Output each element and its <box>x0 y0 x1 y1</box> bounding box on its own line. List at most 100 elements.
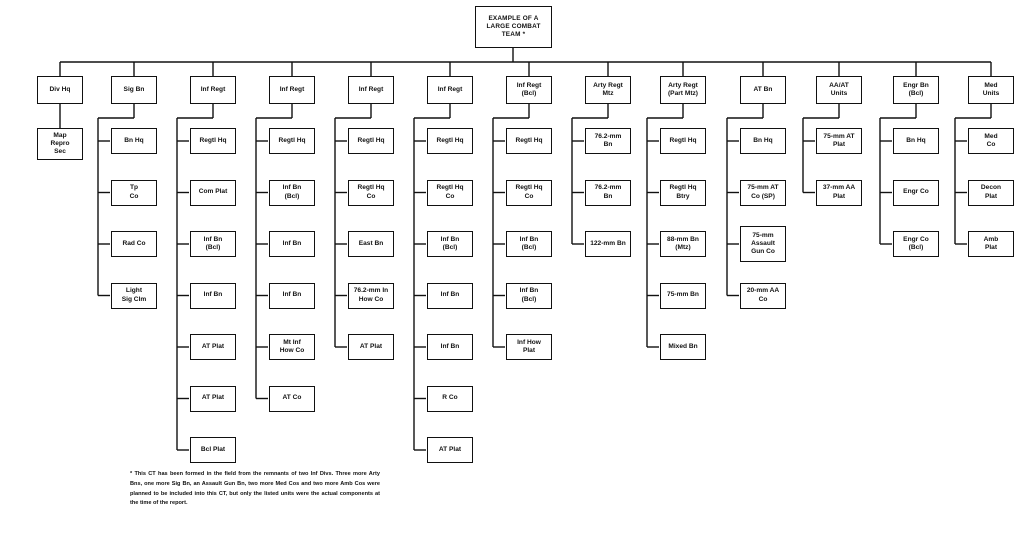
subunit-box: Inf Bn (Bcl) <box>506 231 552 257</box>
unit-box: Div Hq <box>37 76 83 104</box>
subunit-box-label: Bn Hq <box>753 136 773 144</box>
subunit-box-label: Light Sig Clm <box>121 287 147 303</box>
subunit-box-label: AT Plat <box>201 394 225 402</box>
subunit-box-label: 122-mm Bn <box>590 239 626 247</box>
subunit-box-label: Med Co <box>984 132 998 148</box>
unit-box-label: Inf Regt <box>358 85 384 93</box>
subunit-box: Light Sig Clm <box>111 282 157 309</box>
subunit-box: Tp Co <box>111 179 157 206</box>
unit-box: Inf Regt <box>348 76 394 104</box>
subunit-box: Regtl Hq <box>660 128 706 154</box>
subunit-box-label: Map Repro Sec <box>50 131 70 156</box>
subunit-box: Regtl Hq Co <box>348 179 394 206</box>
subunit-box: Bn Hq <box>111 128 157 154</box>
subunit-box: AT Plat <box>190 385 236 412</box>
subunit-box: 122-mm Bn <box>585 231 631 257</box>
subunit-box-label: 76.2-mm Bn <box>594 132 622 148</box>
subunit-box-label: Rad Co <box>122 239 146 247</box>
unit-box-label: Inf Regt (Bcl) <box>516 81 542 97</box>
subunit-box: Regtl Hq <box>427 128 473 154</box>
subunit-box: 37-mm AA Plat <box>816 179 862 206</box>
subunit-box: Inf Bn <box>427 334 473 360</box>
subunit-box: Inf How Plat <box>506 334 552 360</box>
subunit-box-label: Inf Bn <box>440 291 460 299</box>
subunit-box: Inf Bn (Bcl) <box>427 231 473 257</box>
subunit-box: R Co <box>427 385 473 412</box>
subunit-box-label: Regtl Hq <box>515 136 543 144</box>
subunit-box-label: Inf Bn (Bcl) <box>282 184 302 200</box>
subunit-box: AT Plat <box>348 334 394 360</box>
subunit-box-label: Inf Bn <box>282 239 302 247</box>
subunit-box: Decon Plat <box>968 179 1014 206</box>
subunit-box-label: 75-mm Assault Gun Co <box>751 231 775 256</box>
unit-box: Arty Regt (Part Mtz) <box>660 76 706 104</box>
subunit-box-label: Inf Bn <box>440 342 460 350</box>
unit-box-label: Med Units <box>982 81 1000 97</box>
subunit-box-label: 88-mm Bn (Mtz) <box>667 235 699 251</box>
subunit-box: Regtl Hq Co <box>427 179 473 206</box>
unit-box-label: Arty Regt Mtz <box>593 81 623 97</box>
subunit-box-label: Regtl Hq Co <box>436 184 464 200</box>
subunit-box-label: Inf Bn (Bcl) <box>519 287 539 303</box>
subunit-box-label: Regtl Hq <box>199 136 227 144</box>
subunit-box-label: Inf Bn (Bcl) <box>440 235 460 251</box>
subunit-box: Inf Bn <box>269 231 315 257</box>
subunit-box-label: Regtl Hq Co <box>515 184 543 200</box>
subunit-box-label: Bn Hq <box>906 136 926 144</box>
unit-box: Inf Regt <box>269 76 315 104</box>
subunit-box-label: R Co <box>442 394 458 402</box>
subunit-box: 75-mm Assault Gun Co <box>740 226 786 262</box>
subunit-box-label: Inf Bn <box>203 291 223 299</box>
unit-box-label: Engr Bn (Bcl) <box>903 81 929 97</box>
footnote: * This CT has been formed in the field f… <box>130 471 380 507</box>
subunit-box: Inf Bn <box>427 282 473 309</box>
unit-box: Engr Bn (Bcl) <box>893 76 939 104</box>
subunit-box-label: Regtl Hq Co <box>357 184 385 200</box>
subunit-box-label: Inf How Plat <box>517 338 541 354</box>
subunit-box: Regtl Hq <box>269 128 315 154</box>
subunit-box-label: Mixed Bn <box>668 342 698 350</box>
subunit-box: Com Plat <box>190 179 236 206</box>
subunit-box-label: Bcl Plat <box>200 445 226 453</box>
subunit-box-label: Inf Bn (Bcl) <box>203 235 223 251</box>
subunit-box: East Bn <box>348 231 394 257</box>
subunit-box: Map Repro Sec <box>37 128 83 160</box>
unit-box-label: Arty Regt (Part Mtz) <box>667 81 699 97</box>
subunit-box: 76.2-mm In How Co <box>348 282 394 309</box>
subunit-box: AT Plat <box>190 334 236 360</box>
subunit-box-label: Regtl Hq Btry <box>669 184 697 200</box>
subunit-box-label: Inf Bn <box>282 291 302 299</box>
subunit-box: 75-mm AT Plat <box>816 128 862 154</box>
unit-box-label: AA/AT Units <box>829 81 849 97</box>
unit-box: Inf Regt <box>427 76 473 104</box>
subunit-box-label: 75-mm AT Plat <box>823 132 855 148</box>
subunit-box-label: Regtl Hq <box>436 136 464 144</box>
subunit-box-label: 75-mm AT Co (SP) <box>747 184 779 200</box>
subunit-box: Rad Co <box>111 231 157 257</box>
subunit-box: Regtl Hq <box>348 128 394 154</box>
subunit-box-label: Engr Co <box>903 188 929 196</box>
subunit-box-label: AT Plat <box>359 342 383 350</box>
unit-box-label: Inf Regt <box>200 85 226 93</box>
root-title: EXAMPLE OF A LARGE COMBAT TEAM * <box>486 15 541 38</box>
subunit-box-label: AT Plat <box>438 445 462 453</box>
subunit-box: AT Co <box>269 385 315 412</box>
subunit-box: Regtl Hq <box>190 128 236 154</box>
subunit-box: Med Co <box>968 128 1014 154</box>
unit-box-label: Div Hq <box>49 85 71 93</box>
subunit-box: Mt Inf How Co <box>269 334 315 360</box>
subunit-box: Bn Hq <box>893 128 939 154</box>
unit-box: AA/AT Units <box>816 76 862 104</box>
subunit-box-label: East Bn <box>358 239 384 247</box>
subunit-box: Regtl Hq Co <box>506 179 552 206</box>
unit-box-label: Sig Bn <box>123 85 145 93</box>
unit-box-label: Inf Regt <box>279 85 305 93</box>
subunit-box-label: AT Co <box>282 394 302 402</box>
subunit-box-label: 76.2-mm Bn <box>594 184 622 200</box>
subunit-box-label: Amb Plat <box>983 235 999 251</box>
unit-box: AT Bn <box>740 76 786 104</box>
subunit-box: Engr Co <box>893 179 939 206</box>
subunit-box: 76.2-mm Bn <box>585 128 631 154</box>
